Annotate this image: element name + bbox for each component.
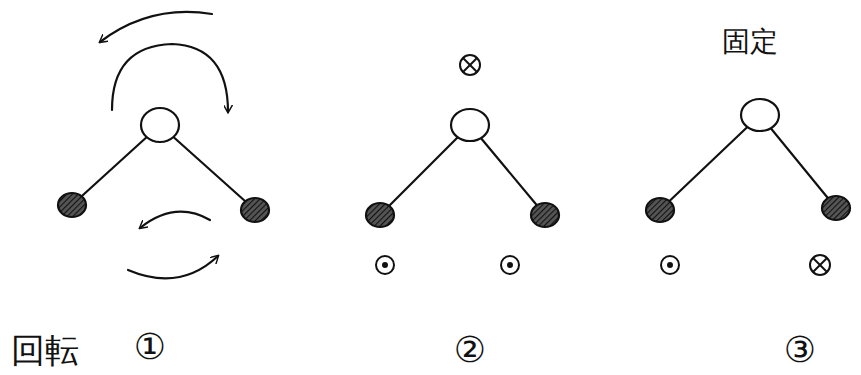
out-of-page-symbol <box>661 256 679 274</box>
central-atom <box>741 99 779 131</box>
into-page-symbol <box>460 55 480 75</box>
out-of-page-symbol <box>501 256 519 274</box>
callout-number: ① <box>134 329 166 365</box>
caption-label: 固定 <box>722 28 778 56</box>
callout-number: ③ <box>784 332 816 368</box>
rotation-arrow <box>140 212 210 228</box>
outer-atom <box>366 203 394 227</box>
central-atom <box>141 108 179 142</box>
central-atom <box>451 109 489 141</box>
outer-atom <box>531 203 559 227</box>
callout-number: ② <box>454 332 486 368</box>
out-of-page-symbol <box>376 256 394 274</box>
bond-line <box>660 115 760 210</box>
outer-atom <box>822 196 850 220</box>
rotation-arrow <box>112 44 228 112</box>
outer-atom <box>646 198 674 222</box>
bond-line <box>380 125 470 215</box>
outer-atom <box>58 193 86 217</box>
caption-label: 回転 <box>11 333 79 367</box>
into-page-symbol <box>810 255 830 275</box>
rotation-arrow <box>100 12 212 42</box>
rotation-arrow <box>128 256 218 278</box>
outer-atom <box>241 198 269 222</box>
